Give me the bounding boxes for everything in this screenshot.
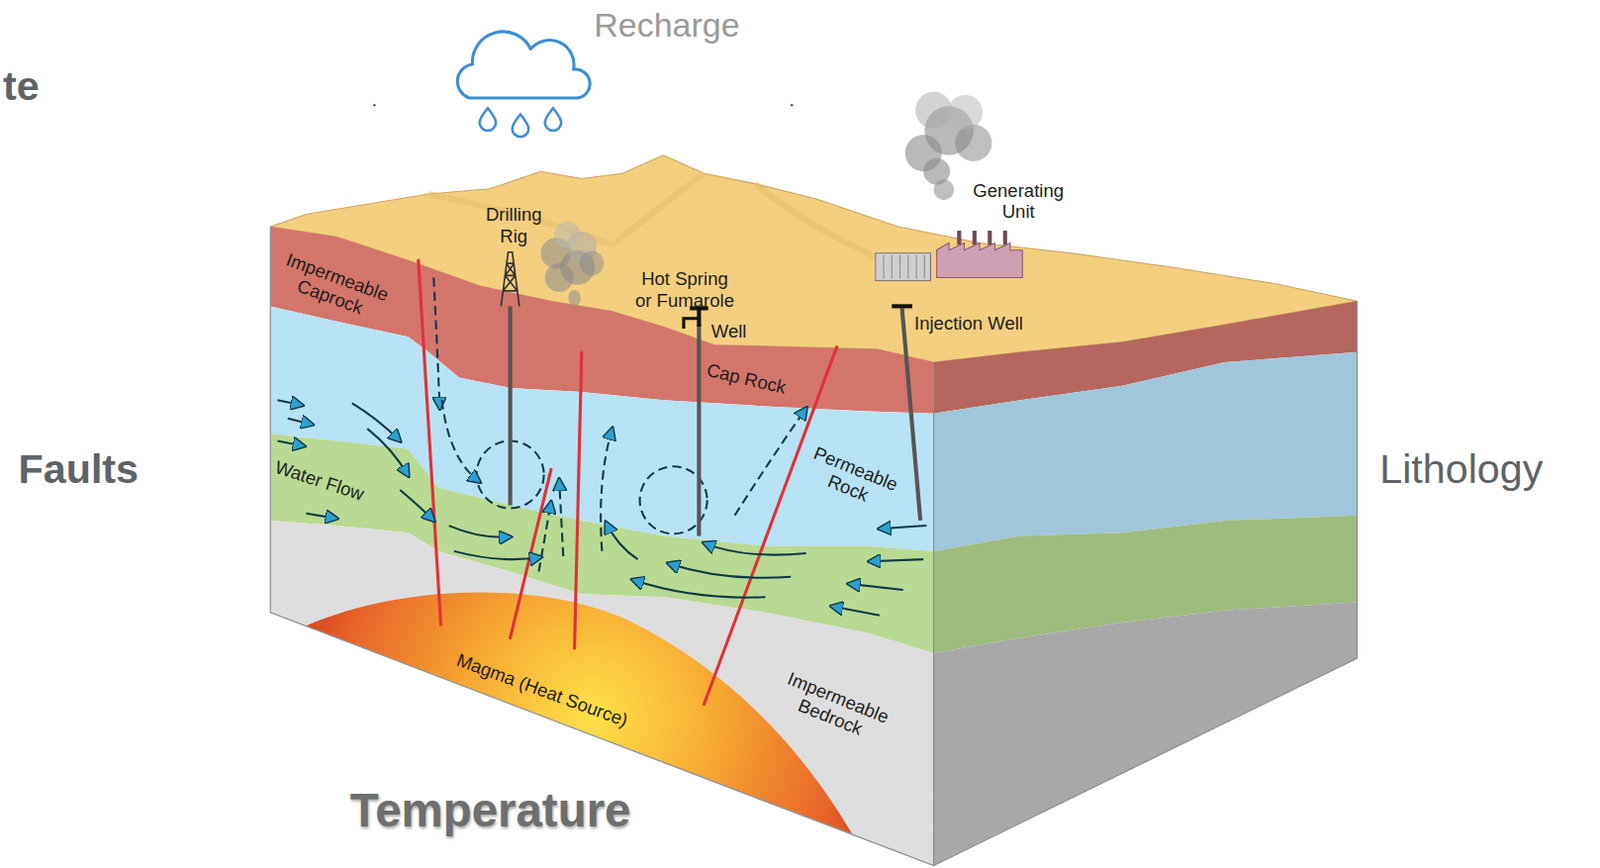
well-pipe: [902, 307, 922, 521]
rain-cloud-icon: [457, 31, 590, 98]
flow-arrow: [433, 278, 440, 409]
flow-arrow: [831, 606, 879, 616]
flow-arrow: [367, 428, 408, 475]
production-well: [683, 307, 709, 536]
steam-puff: [554, 221, 581, 249]
factor-label: Lithology: [1379, 446, 1543, 493]
component-label: Well: [711, 320, 748, 342]
flow-arrow: [735, 408, 807, 516]
rain-drop: [545, 107, 563, 131]
heading-fragment: te: [2, 63, 40, 110]
chimney: [1003, 230, 1008, 245]
fault-lines: [418, 260, 838, 705]
layer-label: Impermeable Bedrock: [764, 662, 904, 753]
flow-arrow: [667, 563, 791, 578]
component-label: Injection Well: [914, 312, 1024, 334]
flow-arrow: [600, 428, 613, 552]
rain-drop: [512, 114, 530, 138]
fault-line: [510, 469, 552, 638]
factor-label: Temperature: [350, 783, 632, 839]
speck: [790, 103, 793, 106]
flow-arrow: [287, 418, 313, 425]
factor-label: Recharge: [593, 5, 741, 45]
flow-arrow: [278, 441, 305, 447]
bedrock-layer-side: [934, 601, 1358, 865]
water-flow-arrows: [278, 399, 928, 616]
wellhead-valve: [683, 318, 699, 329]
steam-puff: [567, 289, 580, 307]
fault-line: [418, 260, 442, 625]
layer-label: Water Flow: [272, 456, 367, 505]
component-label: Hot Spring or Fumarole: [632, 268, 737, 311]
steam-puff: [579, 251, 605, 277]
bedrock-layer: [270, 520, 934, 866]
chimney: [972, 230, 977, 245]
flow-arrow: [879, 525, 927, 529]
block-edges: [270, 226, 1357, 866]
well-pipe: [508, 305, 513, 505]
chimney: [956, 230, 961, 245]
flow-arrow: [559, 479, 564, 557]
flow-arrow: [305, 513, 337, 519]
steam-plume: [541, 221, 605, 307]
building-detail: [883, 255, 925, 280]
generating-unit: [875, 230, 1024, 282]
layer-label: Impermeable Caprock: [266, 245, 401, 329]
flow-arrow: [442, 399, 480, 482]
flow-arrow: [704, 543, 807, 556]
wellhead: [891, 303, 913, 308]
flow-arrow: [632, 579, 765, 598]
flow-arrow: [539, 501, 552, 571]
layer-label: Magma (Heat Source): [454, 649, 632, 731]
chimney: [987, 230, 992, 245]
layer-label: Permeable Rock: [800, 441, 904, 516]
flow-arrow: [449, 525, 511, 538]
steam-puff: [947, 94, 983, 130]
circulation-dashes: [433, 278, 806, 572]
derrick: [500, 252, 520, 307]
building: [875, 253, 932, 282]
fault-line: [574, 352, 582, 649]
flow-arrow: [848, 583, 904, 590]
steam-puff: [954, 124, 992, 162]
rain-drop: [479, 107, 497, 131]
well-pipe: [696, 324, 701, 536]
flow-arrow: [399, 489, 434, 521]
speck: [373, 103, 376, 106]
component-label: Generating Unit: [967, 180, 1070, 223]
flow-arrow: [454, 551, 542, 560]
fault-line: [704, 347, 838, 705]
hill-shading: [428, 173, 919, 276]
factory: [937, 242, 1024, 278]
drilling-rig: [500, 252, 520, 506]
flow-arrow: [869, 559, 925, 562]
factor-label: Faults: [18, 446, 139, 493]
layer-label: Cap Rock: [704, 359, 788, 398]
flow-arrow: [606, 522, 639, 560]
steam-puff: [915, 92, 952, 129]
flow-arrow: [278, 399, 303, 405]
component-label: Drilling Rig: [475, 203, 553, 247]
